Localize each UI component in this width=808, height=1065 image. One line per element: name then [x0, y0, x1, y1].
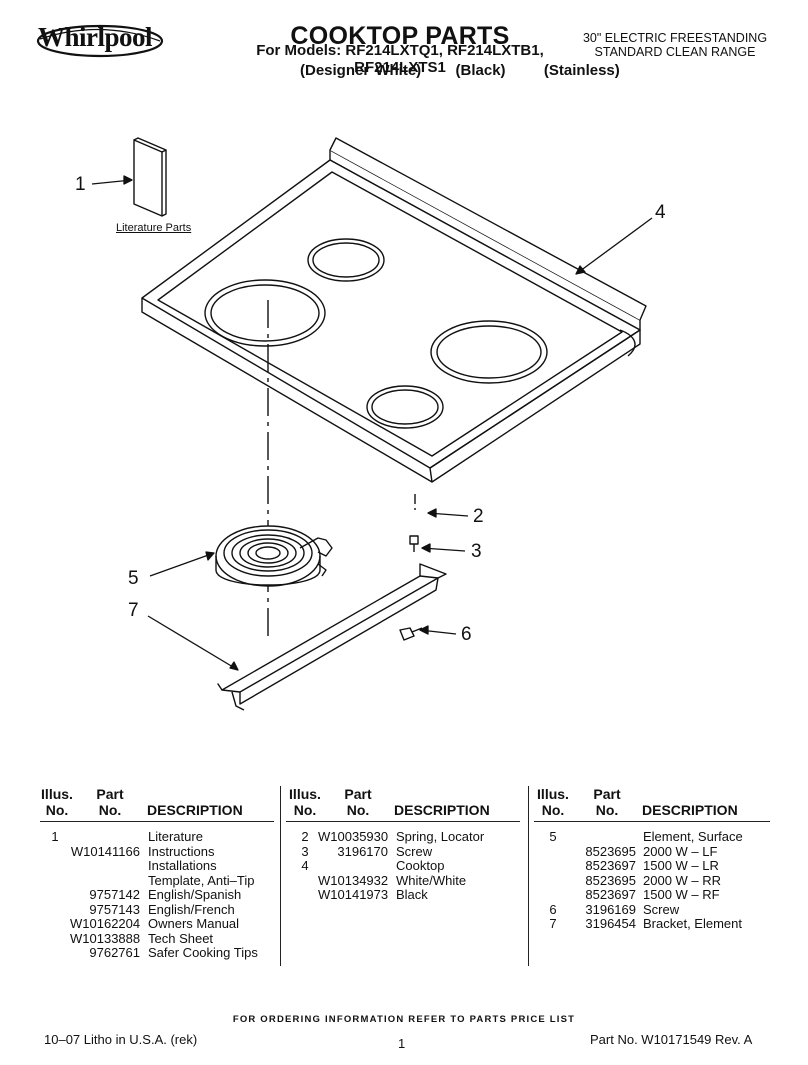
callout-2: 2 [473, 506, 484, 527]
page-title: COOKTOP PARTS [290, 22, 510, 50]
callout-6: 6 [461, 624, 472, 645]
burner-lr [307, 238, 385, 282]
callout-1: 1 [75, 174, 86, 195]
screw-6 [399, 627, 423, 641]
burner-lf [204, 279, 326, 347]
surface-element [215, 525, 333, 587]
burner-rf [366, 385, 444, 429]
finish-stainless: (Stainless) [543, 62, 620, 79]
litho-info: 10–07 Litho in U.S.A. (rek) [44, 1032, 198, 1047]
models-line: For Models: RF214LXTQ1, RF214LXTB1, RF21… [256, 42, 544, 76]
hdr-illus-2: Illus.No. [289, 786, 321, 818]
range-type-line2: STANDARD CLEAN RANGE [594, 45, 756, 59]
callout-7: 7 [128, 600, 139, 621]
brand-swoosh-icon [36, 24, 164, 58]
range-type-line1: 30" ELECTRIC FREESTANDING [582, 31, 768, 45]
table-rule-2 [286, 821, 520, 822]
literature-card [133, 137, 167, 217]
hdr-illus-1: Illus.No. [41, 786, 73, 818]
ordering-info: FOR ORDERING INFORMATION REFER TO PARTS … [232, 1014, 576, 1025]
column-separator-2 [528, 786, 529, 966]
finish-white: (Designer White) [300, 62, 422, 79]
bracket-element [217, 563, 447, 711]
hdr-illus-3: Illus.No. [537, 786, 569, 818]
page-number: 1 [398, 1036, 406, 1051]
hdr-desc-2: DESCRIPTION [394, 802, 490, 818]
cooktop [141, 137, 647, 483]
callout-4: 4 [655, 202, 666, 223]
screw-3 [409, 535, 419, 552]
table-rule-1 [40, 821, 274, 822]
column-separator-1 [280, 786, 281, 966]
table-rule-3 [534, 821, 770, 822]
burner-rr [430, 320, 548, 384]
document-part-number: Part No. W10171549 Rev. A [590, 1032, 753, 1047]
brand-logo: Whirlpool [38, 22, 153, 52]
finishes-line: (Designer White) (Black) (Stainless) [300, 62, 620, 79]
hdr-desc-3: DESCRIPTION [642, 802, 738, 818]
hdr-desc-1: DESCRIPTION [147, 802, 243, 818]
literature-parts-label: Literature Parts [116, 222, 192, 234]
callout-3: 3 [471, 541, 482, 562]
exploded-parts-diagram [91, 137, 653, 711]
finish-black: (Black) [455, 62, 506, 79]
callout-5: 5 [128, 568, 139, 589]
